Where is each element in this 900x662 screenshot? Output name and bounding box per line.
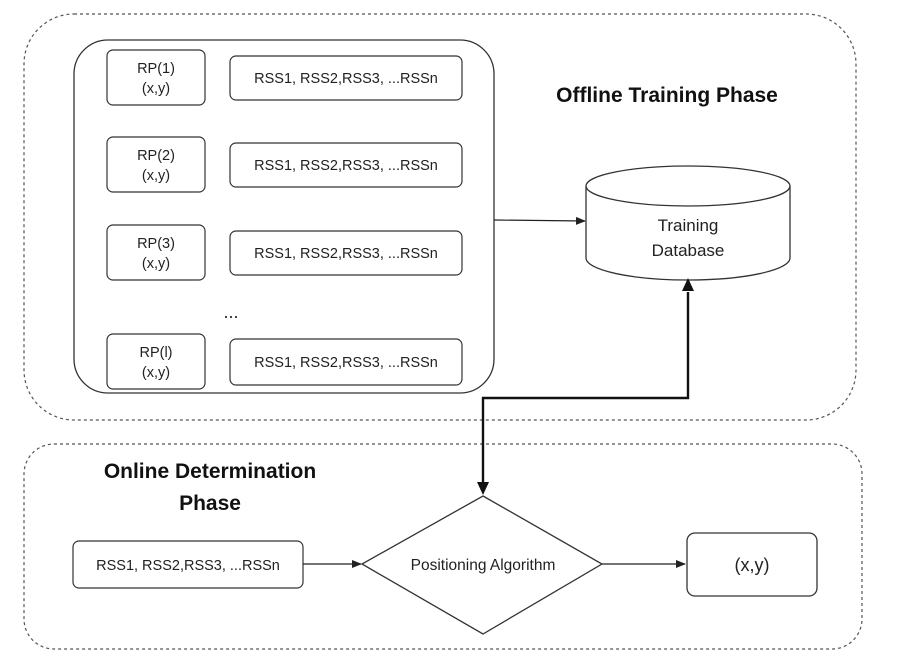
database-top bbox=[585, 165, 791, 207]
arrowhead-down-to-algorithm bbox=[477, 482, 489, 495]
positioning-algorithm-label: Positioning Algorithm bbox=[411, 557, 556, 574]
rp-row-2: RP(2) (x,y) RSS1, RSS2,RSS3, ...RSSn bbox=[106, 136, 463, 193]
rss-vector-3: RSS1, RSS2,RSS3, ...RSSn bbox=[254, 246, 438, 262]
rp-name-1: RP(1) bbox=[137, 61, 175, 77]
database-algorithm-connector bbox=[481, 292, 690, 484]
rss-box-3 bbox=[229, 230, 463, 276]
output-coordinates-box bbox=[686, 532, 818, 597]
rss-vector-1: RSS1, RSS2,RSS3, ...RSSn bbox=[254, 71, 438, 87]
rp-box-2 bbox=[106, 136, 206, 193]
rp-coord-3: (x,y) bbox=[142, 256, 170, 272]
rss-box-2 bbox=[229, 142, 463, 188]
rss-vector-l: RSS1, RSS2,RSS3, ...RSSn bbox=[254, 355, 438, 371]
training-database-cylinder: Training Database bbox=[585, 165, 791, 281]
reference-points-group bbox=[73, 39, 495, 394]
rss-vector-2: RSS1, RSS2,RSS3, ...RSSn bbox=[254, 158, 438, 174]
rp-box-l bbox=[106, 333, 206, 390]
offline-phase-container bbox=[23, 13, 857, 421]
rows-ellipsis: ... bbox=[223, 302, 238, 322]
rp-coord-2: (x,y) bbox=[142, 168, 170, 184]
rp-row-1: RP(1) (x,y) RSS1, RSS2,RSS3, ...RSSn bbox=[106, 49, 463, 106]
online-phase-container bbox=[23, 443, 863, 650]
rp-row-l: RP(l) (x,y) RSS1, RSS2,RSS3, ...RSSn bbox=[106, 333, 463, 390]
rp-box-3 bbox=[106, 224, 206, 281]
rp-name-3: RP(3) bbox=[137, 236, 175, 252]
output-coordinates: (x,y) bbox=[735, 555, 770, 575]
rp-row-3: RP(3) (x,y) RSS1, RSS2,RSS3, ...RSSn bbox=[106, 224, 463, 281]
rss-box-1 bbox=[229, 55, 463, 101]
database-label-line2: Database bbox=[652, 241, 725, 260]
positioning-algorithm-diamond bbox=[360, 495, 604, 635]
online-phase-title-line2: Phase bbox=[179, 492, 241, 515]
rss-box-l bbox=[229, 338, 463, 386]
online-rss-vector: RSS1, RSS2,RSS3, ...RSSn bbox=[96, 558, 280, 574]
online-phase-title-line1: Online Determination bbox=[104, 460, 316, 483]
arrowhead-up-to-database bbox=[682, 278, 694, 291]
database-label-line1: Training bbox=[658, 216, 719, 235]
rp-coord-l: (x,y) bbox=[142, 365, 170, 381]
arrow-to-database bbox=[493, 216, 586, 225]
rp-coord-1: (x,y) bbox=[142, 81, 170, 97]
offline-phase-title: Offline Training Phase bbox=[556, 84, 778, 107]
rp-name-2: RP(2) bbox=[137, 148, 175, 164]
rp-box-1 bbox=[106, 49, 206, 106]
rp-name-l: RP(l) bbox=[139, 345, 172, 361]
